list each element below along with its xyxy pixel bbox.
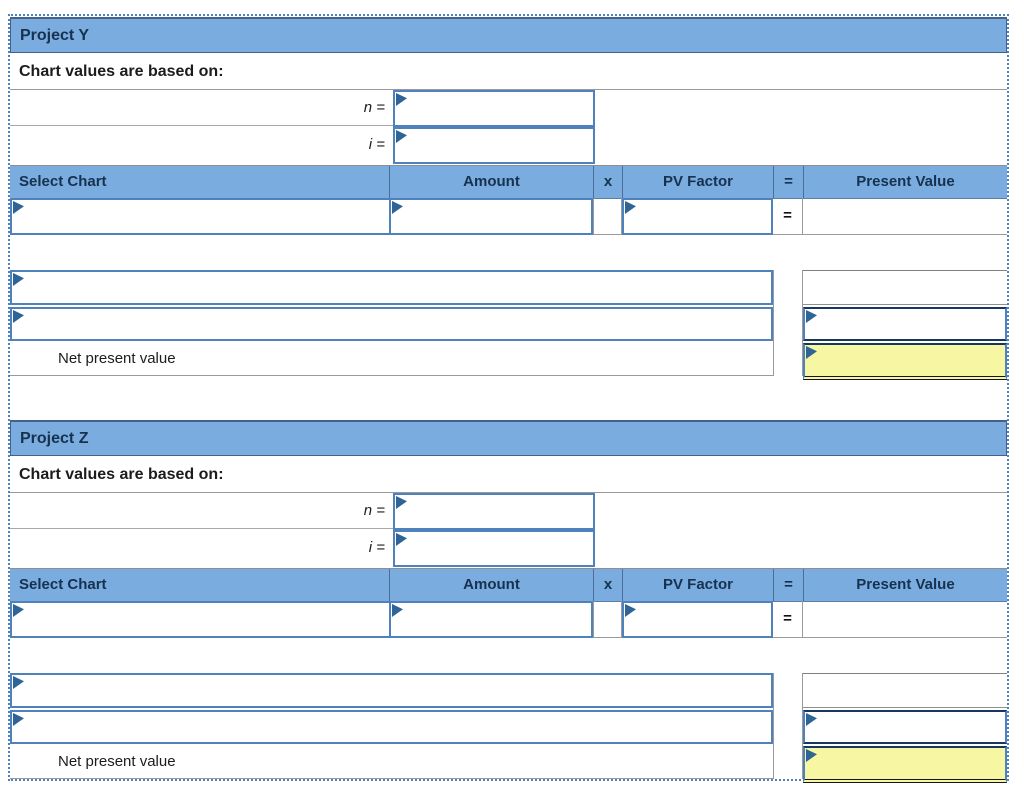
x-cell bbox=[593, 198, 622, 235]
net-present-value-label: Net present value bbox=[10, 746, 773, 779]
equals-column-strip bbox=[773, 673, 803, 779]
wide-select-row-1[interactable] bbox=[10, 270, 773, 305]
worksheet-selection-area: Project Y Chart values are based on: n =… bbox=[8, 14, 1009, 783]
project-y-title: Project Y bbox=[10, 17, 1007, 53]
dropdown-flag-icon bbox=[625, 201, 636, 214]
present-value-input-row-2[interactable] bbox=[803, 710, 1007, 744]
dropdown-flag-icon bbox=[806, 310, 817, 323]
wide-select-row-2[interactable] bbox=[10, 307, 773, 341]
present-value-cell bbox=[803, 601, 1007, 638]
n-input[interactable] bbox=[393, 493, 595, 530]
header-present-value: Present Value bbox=[803, 166, 1007, 198]
header-pv-factor: PV Factor bbox=[622, 569, 773, 601]
dropdown-flag-icon bbox=[13, 201, 24, 214]
i-label: i = bbox=[10, 127, 393, 163]
present-value-cell-row-1 bbox=[803, 270, 1007, 305]
amount-input[interactable] bbox=[389, 601, 593, 638]
dropdown-flag-icon bbox=[392, 201, 403, 214]
pv-factor-input[interactable] bbox=[622, 198, 773, 235]
n-input[interactable] bbox=[393, 90, 595, 127]
n-label: n = bbox=[10, 90, 393, 126]
header-equals: = bbox=[773, 166, 803, 198]
project-z-title: Project Z bbox=[10, 420, 1007, 456]
select-chart-dropdown[interactable] bbox=[10, 198, 391, 235]
header-present-value: Present Value bbox=[803, 569, 1007, 601]
equals-cell: = bbox=[773, 198, 803, 235]
header-select-chart: Select Chart bbox=[10, 166, 389, 198]
header-x: x bbox=[593, 569, 622, 601]
equals-cell: = bbox=[773, 601, 803, 638]
i-input[interactable] bbox=[393, 530, 595, 567]
dropdown-flag-icon bbox=[396, 533, 407, 546]
equals-column-strip bbox=[773, 270, 803, 376]
dropdown-flag-icon bbox=[806, 749, 817, 762]
pv-factor-input[interactable] bbox=[622, 601, 773, 638]
select-chart-dropdown[interactable] bbox=[10, 601, 391, 638]
present-value-cell-row-1 bbox=[803, 673, 1007, 708]
header-amount: Amount bbox=[389, 569, 593, 601]
header-pv-factor: PV Factor bbox=[622, 166, 773, 198]
i-label: i = bbox=[10, 530, 393, 566]
wide-select-row-1[interactable] bbox=[10, 673, 773, 708]
dropdown-flag-icon bbox=[625, 604, 636, 617]
table-header-row: Select Chart Amount x PV Factor = Presen… bbox=[10, 568, 1007, 602]
net-present-value-input[interactable] bbox=[803, 746, 1007, 783]
amount-input[interactable] bbox=[389, 198, 593, 235]
header-x: x bbox=[593, 166, 622, 198]
dropdown-flag-icon bbox=[13, 713, 24, 726]
dropdown-flag-icon bbox=[13, 604, 24, 617]
chart-values-label: Chart values are based on: bbox=[10, 457, 1007, 493]
n-label: n = bbox=[10, 493, 393, 529]
header-select-chart: Select Chart bbox=[10, 569, 389, 601]
present-value-cell bbox=[803, 198, 1007, 235]
net-present-value-label: Net present value bbox=[10, 343, 773, 376]
dropdown-flag-icon bbox=[13, 676, 24, 689]
i-input[interactable] bbox=[393, 127, 595, 164]
header-amount: Amount bbox=[389, 166, 593, 198]
table-header-row: Select Chart Amount x PV Factor = Presen… bbox=[10, 165, 1007, 199]
dropdown-flag-icon bbox=[806, 346, 817, 359]
chart-values-label: Chart values are based on: bbox=[10, 54, 1007, 90]
dropdown-flag-icon bbox=[392, 604, 403, 617]
wide-select-row-2[interactable] bbox=[10, 710, 773, 744]
dropdown-flag-icon bbox=[396, 496, 407, 509]
dropdown-flag-icon bbox=[396, 130, 407, 143]
header-equals: = bbox=[773, 569, 803, 601]
dropdown-flag-icon bbox=[806, 713, 817, 726]
dropdown-flag-icon bbox=[13, 310, 24, 323]
present-value-input-row-2[interactable] bbox=[803, 307, 1007, 341]
x-cell bbox=[593, 601, 622, 638]
dropdown-flag-icon bbox=[396, 93, 407, 106]
dropdown-flag-icon bbox=[13, 273, 24, 286]
net-present-value-input[interactable] bbox=[803, 343, 1007, 380]
